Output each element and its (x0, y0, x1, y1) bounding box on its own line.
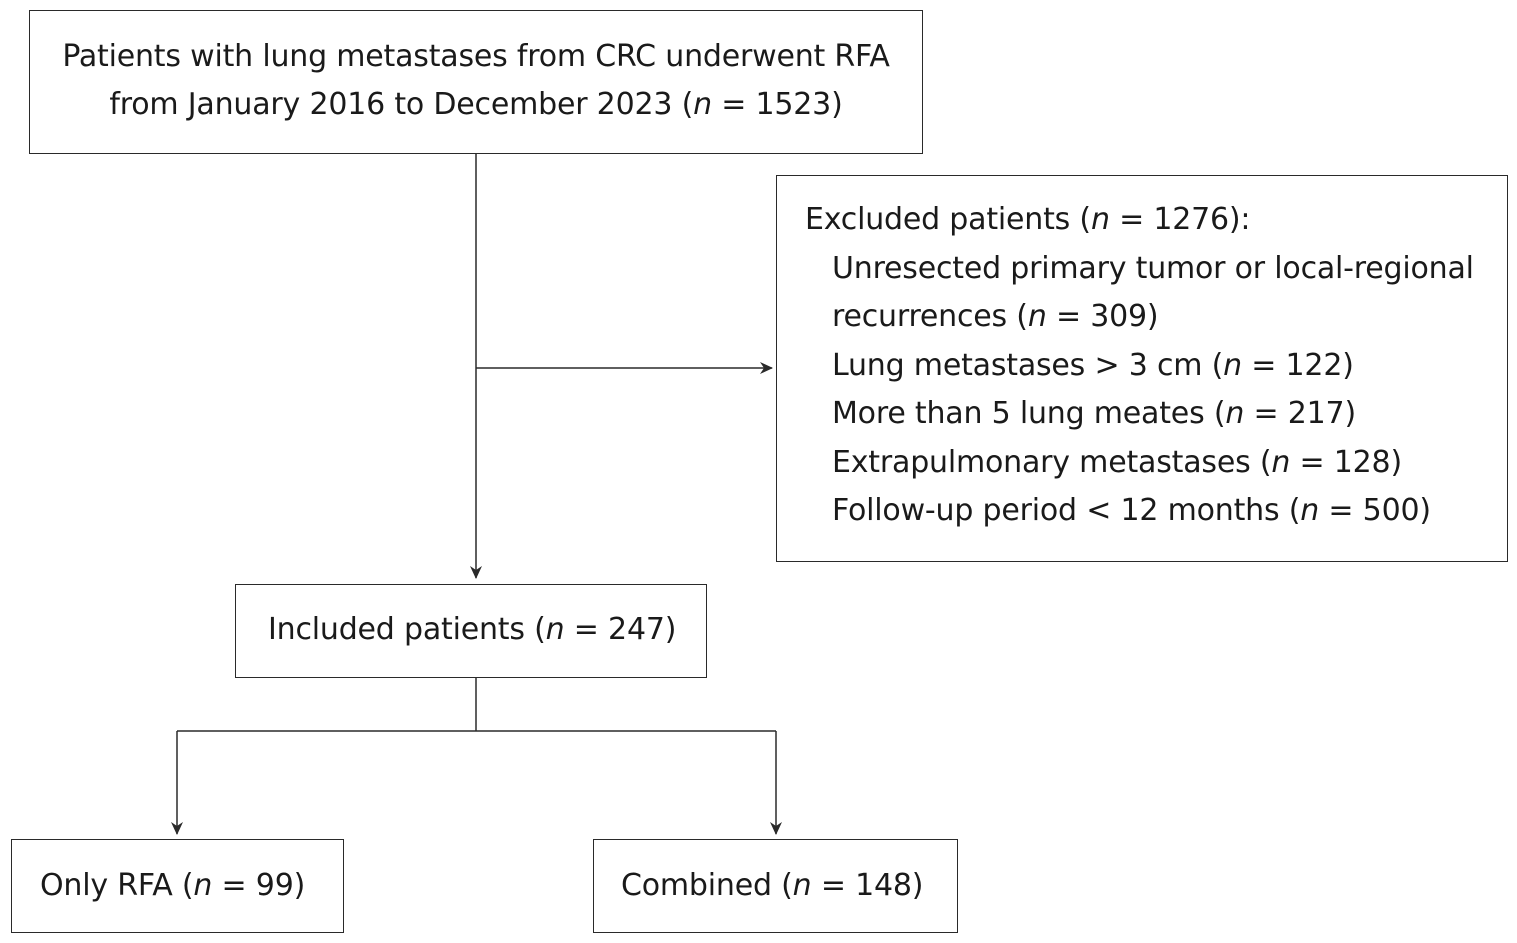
combined-label: Combined (n = 148) (621, 862, 923, 910)
source-box: Patients with lung metastases from CRC u… (29, 10, 923, 154)
excluded-reason-2: Lung metastases > 3 cm (n = 122) (832, 342, 1354, 390)
source-count: = 1523) (711, 87, 843, 122)
n-symbol: n (1300, 493, 1320, 528)
reason-label: Extrapulmonary metastases ( (832, 445, 1272, 480)
excluded-reason-1-line-1: Unresected primary tumor or local-region… (832, 251, 1474, 286)
included-count: = 247) (564, 612, 677, 647)
included-box: Included patients (n = 247) (235, 584, 707, 678)
reason-label: Follow-up period < 12 months ( (832, 493, 1301, 528)
excluded-heading: Excluded patients (n = 1276): (805, 196, 1251, 244)
only-rfa-box: Only RFA (n = 99) (11, 839, 344, 933)
combined-count: = 148) (811, 868, 924, 903)
reason-count: = 128) (1290, 445, 1403, 480)
excluded-reason-3: More than 5 lung meates (n = 217) (832, 390, 1356, 438)
reason-count: = 217) (1244, 396, 1357, 431)
source-line-2-prefix: from January 2016 to December 2023 ( (109, 87, 694, 122)
n-symbol: n (1271, 445, 1291, 480)
reason-label: Lung metastases > 3 cm ( (832, 348, 1224, 383)
n-symbol: n (1027, 299, 1047, 334)
n-symbol: n (545, 612, 565, 647)
excluded-reason-5: Follow-up period < 12 months (n = 500) (832, 487, 1431, 535)
reason-count: = 309) (1046, 299, 1159, 334)
reason-count: = 122) (1241, 348, 1354, 383)
included-label: Included patients (n = 247) (268, 606, 676, 654)
n-symbol: n (1223, 348, 1242, 383)
excluded-count: = 1276): (1109, 202, 1251, 237)
n-symbol: n (693, 87, 712, 122)
only-rfa-count: = 99) (212, 868, 306, 903)
reason-label: More than 5 lung meates ( (832, 396, 1226, 431)
excluded-reason-1-line-2: recurrences (n = 309) (832, 293, 1159, 341)
source-line-2: from January 2016 to December 2023 (n = … (30, 81, 922, 129)
n-symbol: n (1090, 202, 1110, 237)
n-symbol: n (193, 868, 213, 903)
excluded-reason-4: Extrapulmonary metastases (n = 128) (832, 439, 1402, 487)
excluded-heading-prefix: Excluded patients ( (805, 202, 1091, 237)
included-label-prefix: Included patients ( (268, 612, 546, 647)
combined-box: Combined (n = 148) (593, 839, 958, 933)
n-symbol: n (792, 868, 812, 903)
reason-count: = 500) (1319, 493, 1431, 528)
reason-label: recurrences ( (832, 299, 1028, 334)
excluded-box: Excluded patients (n = 1276): Unresected… (776, 175, 1508, 562)
source-line-1: Patients with lung metastases from CRC u… (62, 39, 890, 74)
combined-label-prefix: Combined ( (621, 868, 793, 903)
only-rfa-label: Only RFA (n = 99) (40, 862, 305, 910)
n-symbol: n (1225, 396, 1245, 431)
only-rfa-label-prefix: Only RFA ( (40, 868, 194, 903)
